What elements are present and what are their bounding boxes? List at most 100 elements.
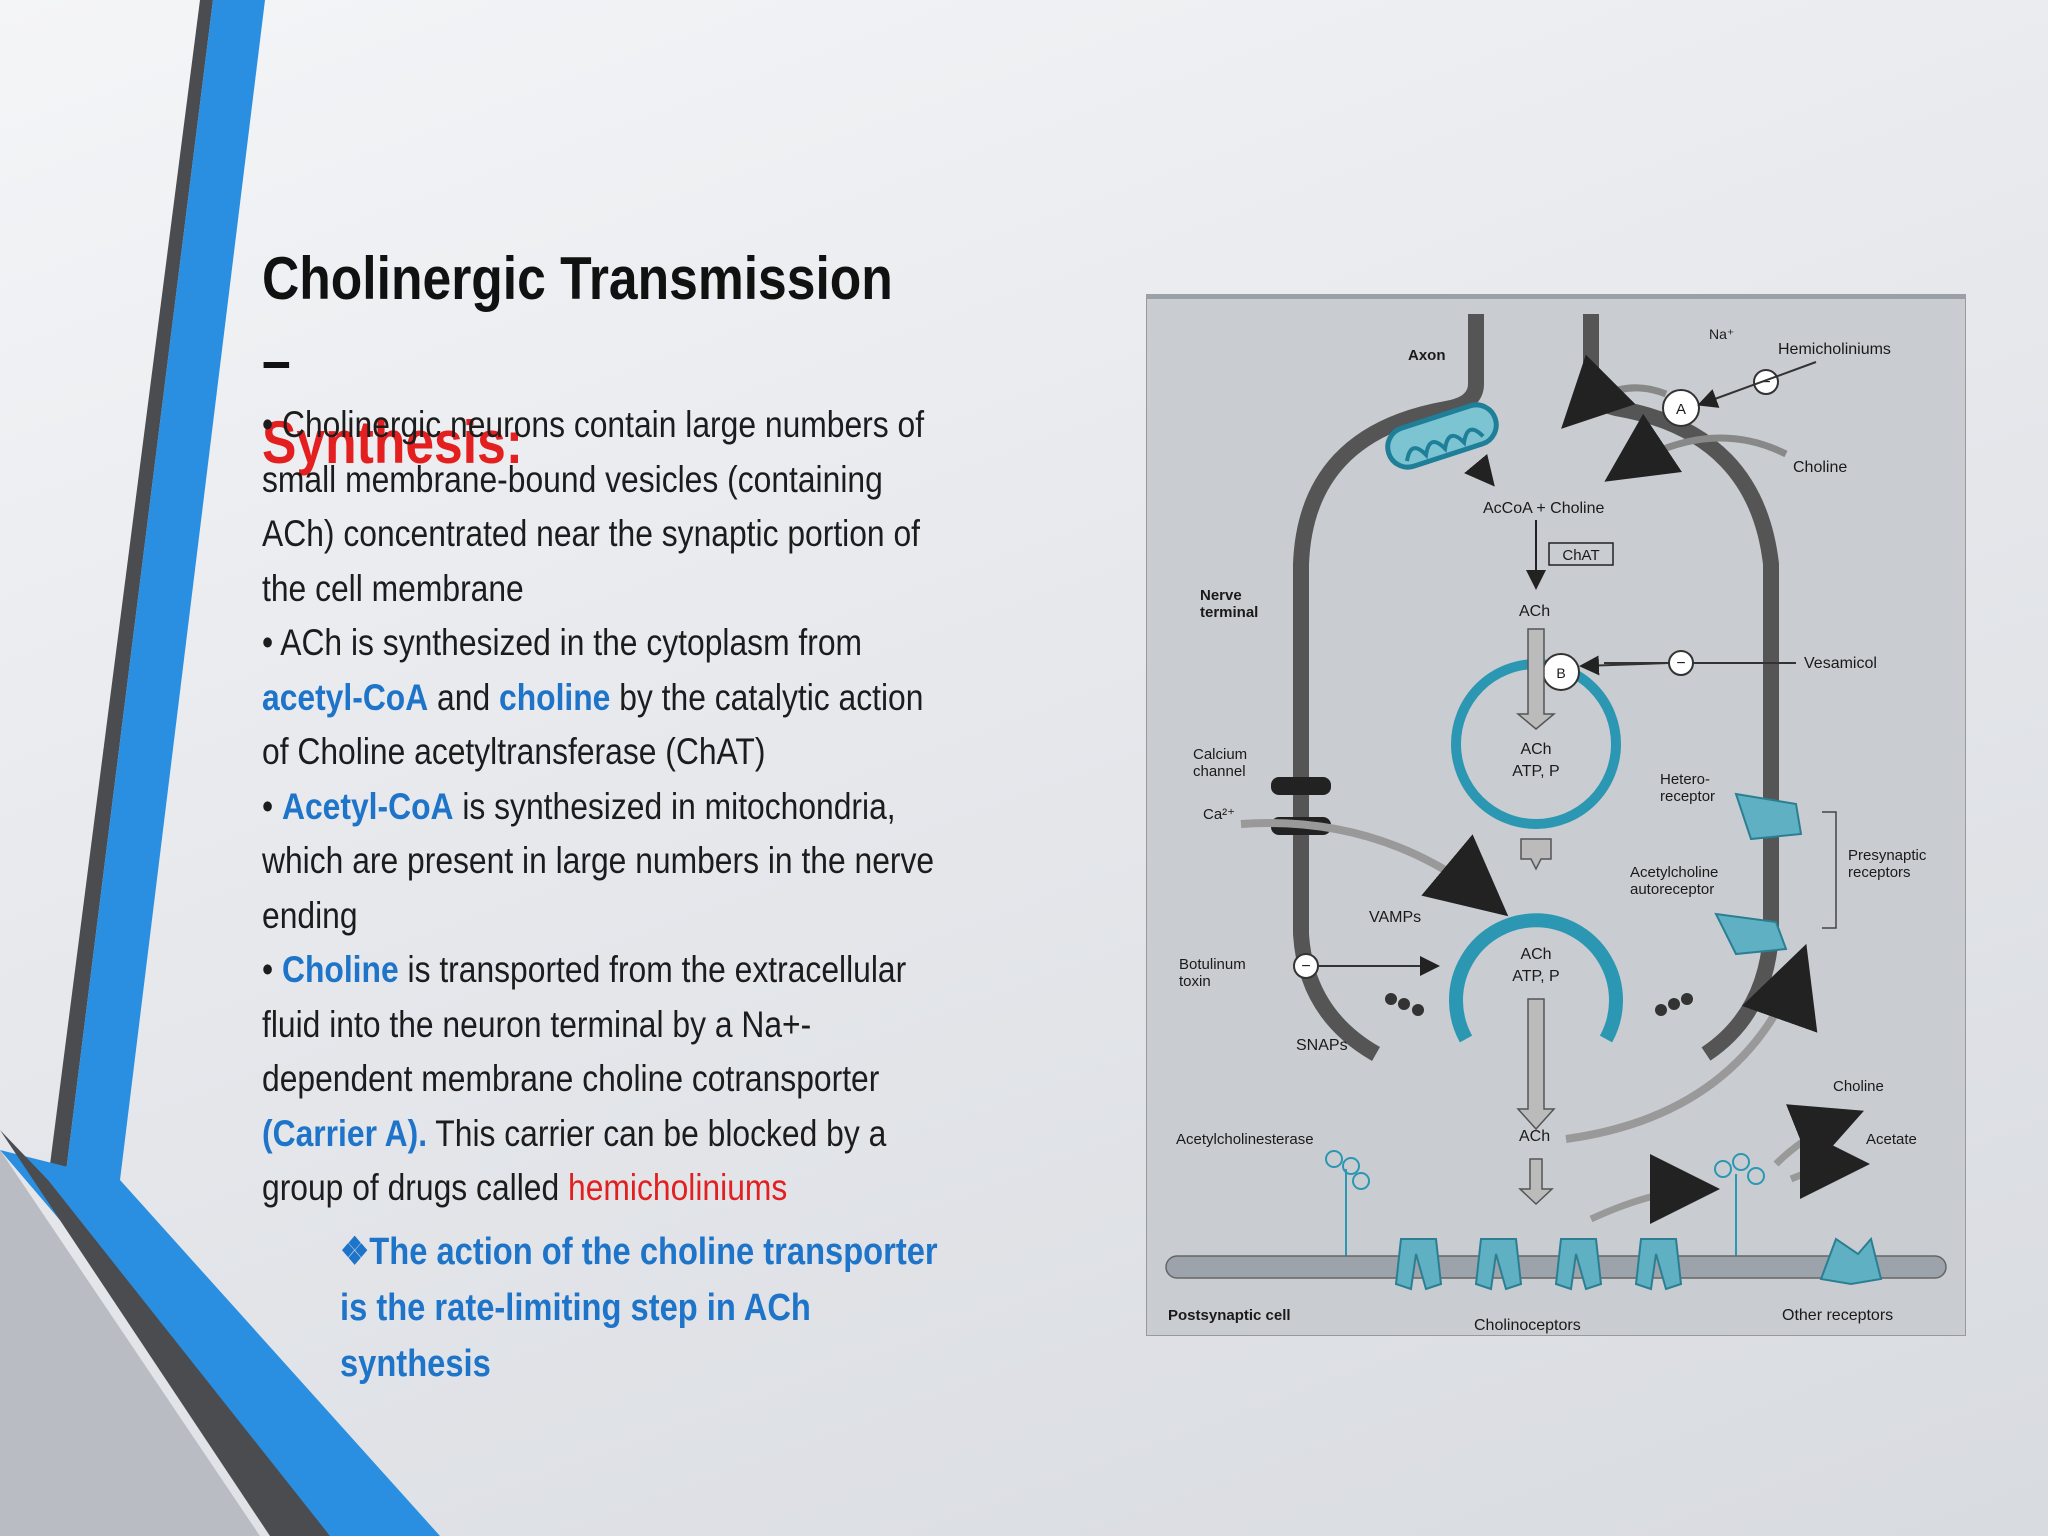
vesicle-move-arrow — [1520, 838, 1552, 871]
autoreceptor-label-1: Acetylcholine — [1630, 864, 1718, 881]
bullet-list: • Cholinergic neurons contain large numb… — [262, 398, 950, 1216]
bullet-4-post: This carrier can be blocked by a group o… — [262, 1112, 887, 1209]
cholinoceptor-1 — [1394, 1238, 1443, 1291]
dark-chevron — [0, 1130, 330, 1536]
acetylcholinesterase-enzyme-right — [1714, 1153, 1765, 1259]
calcium-influx-arrow — [1240, 819, 1509, 917]
heteroreceptor-label-1: Hetero- — [1660, 771, 1710, 788]
na-label: Na⁺ — [1709, 326, 1734, 342]
chat-label: ChAT — [1562, 547, 1599, 564]
hemicholinium-inhibit-icon — [1753, 369, 1779, 395]
heteroreceptor-label-2: receptor — [1660, 788, 1715, 805]
choline-top-label: Choline — [1793, 459, 1847, 476]
choline-uptake-arrow — [1604, 413, 1788, 482]
snare-proteins — [1385, 993, 1693, 1016]
axon-label: Axon — [1408, 347, 1446, 364]
cholinoceptor-2 — [1474, 1238, 1523, 1291]
botulinum-label-2: toxin — [1179, 973, 1211, 990]
ach-hydrolysis-arrow — [1589, 1154, 1720, 1225]
cholinoceptor-3 — [1554, 1238, 1603, 1291]
ach-cytoplasm-label: ACh — [1519, 603, 1550, 620]
vesamicol-inhibit-icon — [1668, 650, 1694, 676]
fusing-vesicle — [1449, 913, 1623, 1043]
vamps-label: VAMPs — [1369, 909, 1421, 926]
calcium-channel-label-1: Calcium — [1193, 746, 1247, 763]
chat-box — [1548, 542, 1614, 566]
bullet-4-carrier-a: (Carrier A). — [262, 1112, 428, 1154]
botulinum-label-1: Botulinum — [1179, 956, 1246, 973]
accoa-choline-label: AcCoA + Choline — [1483, 500, 1605, 517]
title-line-1: Cholinergic Transmission – — [262, 245, 893, 394]
acetylcholinesterase-label: Acetylcholinesterase — [1176, 1131, 1314, 1148]
calcium-channel-top — [1271, 777, 1331, 795]
bullet-3-bullet: • — [262, 785, 282, 827]
hemicholiniums-label: Hemicholiniums — [1778, 341, 1891, 358]
mitochondrion-cristae — [1405, 427, 1485, 462]
bullet-2: • ACh is synthesized in the cytoplasm fr… — [262, 616, 950, 780]
carrier-b-label: B — [1556, 665, 1565, 681]
cholinoceptors-label: Cholinoceptors — [1474, 1317, 1581, 1334]
blue-chevron — [0, 1150, 440, 1536]
other-receptor — [1819, 1236, 1883, 1286]
vesamicol-arrow — [1579, 655, 1669, 676]
acetate-label: Acetate — [1866, 1131, 1917, 1148]
fused-ach-label: ACh — [1520, 946, 1551, 963]
corner-shade — [0, 1150, 260, 1536]
calcium-channel-label-2: channel — [1193, 763, 1246, 780]
minus-2: − — [1676, 655, 1685, 672]
slide-title: Cholinergic Transmission – Synthesis: — [262, 238, 916, 484]
bullet-4-choline: Choline — [281, 949, 399, 990]
bullet-2-pre: • ACh is synthesized in the cytoplasm fr… — [262, 622, 863, 663]
bullet-4-hemicholiniums: hemicholiniums — [568, 1167, 788, 1208]
presynaptic-label-1: Presynaptic — [1848, 847, 1927, 864]
presynaptic-bracket — [1822, 811, 1837, 929]
release-arrow — [1516, 998, 1556, 1131]
acetate-arrow — [1789, 1129, 1870, 1200]
acetylcholinesterase-enzyme-left — [1325, 1150, 1370, 1259]
bullet-4-bullet: • — [262, 949, 282, 990]
snaps-label: SNAPs — [1296, 1037, 1348, 1054]
autoreceptor-feedback-arrow — [1565, 943, 1818, 1143]
bullet-2-acetyl-coa: acetyl-CoA — [262, 676, 429, 718]
rate-limiting-note: ❖The action of the choline transporter i… — [340, 1231, 938, 1385]
autoreceptor-label-2: autoreceptor — [1630, 881, 1714, 898]
postsynaptic-label: Postsynaptic cell — [1168, 1307, 1291, 1324]
vesicle-atp-label: ATP, P — [1512, 763, 1559, 780]
minus-3: − — [1301, 958, 1310, 975]
blue-stripe — [65, 0, 265, 1180]
bullet-2-post: by the catalytic action of Choline acety… — [262, 676, 924, 773]
bullet-4-mid: is transported from the extracellular fl… — [262, 949, 907, 1099]
dark-stripe — [48, 0, 213, 1180]
bullet-2-choline: choline — [498, 676, 611, 718]
ca-label: Ca²⁺ — [1203, 806, 1235, 823]
vesamicol-label: Vesamicol — [1804, 655, 1877, 672]
other-receptors-label: Other receptors — [1782, 1307, 1893, 1324]
ach-into-vesicle-arrow — [1515, 628, 1557, 730]
bullet-3-acetyl-coa: Acetyl-CoA — [281, 785, 454, 827]
mitochondrion-icon — [1385, 402, 1499, 470]
bullet-4: • Choline is transported from the extrac… — [262, 943, 950, 1216]
diagram-top-edge — [1146, 294, 1966, 299]
carrier-a-label: A — [1676, 401, 1686, 418]
hemicholinium-arrow — [1697, 361, 1817, 408]
title-line-2: Synthesis: — [262, 409, 523, 476]
membrane-left — [1293, 314, 1484, 1061]
cholinergic-synapse-diagram: A Na⁺ Hemicholiniums − Choline Axon AcCo… — [1146, 294, 1966, 1336]
nerve-terminal-label-1: Nerve — [1200, 587, 1242, 604]
bullet-3: • Acetyl-CoA is synthesized in mitochond… — [262, 780, 950, 944]
bullet-2-and: and — [428, 676, 499, 718]
na-influx-arrow — [1561, 354, 1668, 429]
cholinoceptor-4 — [1634, 1238, 1683, 1291]
bullet-1: • Cholinergic neurons contain large numb… — [262, 404, 925, 609]
presynaptic-label-2: receptors — [1848, 864, 1911, 881]
minus-1: − — [1761, 374, 1770, 391]
ach-to-receptor-arrow — [1518, 1158, 1554, 1206]
nerve-terminal-label-2: terminal — [1200, 604, 1258, 621]
heteroreceptor-icon — [1734, 792, 1803, 841]
ach-cleft-label: ACh — [1519, 1128, 1550, 1145]
bullet-3-post: is synthesized in mitochondria, which ar… — [262, 785, 935, 936]
mito-arrow — [1464, 453, 1495, 487]
vesicle-ach-label: ACh — [1520, 741, 1551, 758]
fused-atp-label: ATP, P — [1512, 968, 1559, 985]
